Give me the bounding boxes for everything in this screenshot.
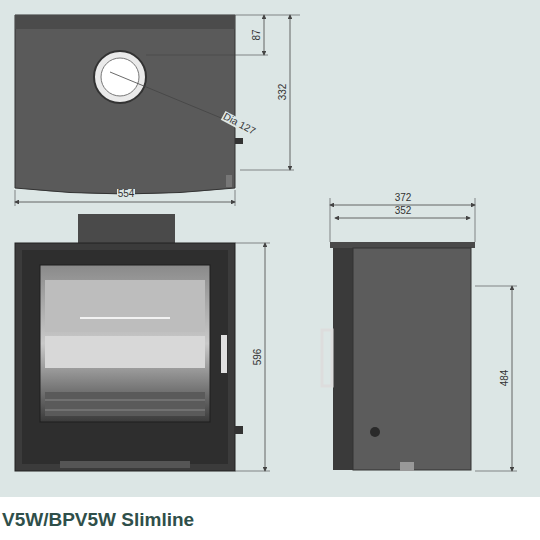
caption: V5W/BPV5W Slimline	[2, 510, 194, 529]
dimension-label: 484	[500, 369, 510, 388]
dimension-label: 332	[278, 83, 288, 102]
dimension-label: 372	[394, 193, 413, 203]
dimension-label: 596	[253, 348, 263, 367]
dimension-label: 87	[252, 28, 262, 41]
dimension-label: 554	[117, 189, 136, 199]
dimension-label: 352	[394, 206, 413, 216]
